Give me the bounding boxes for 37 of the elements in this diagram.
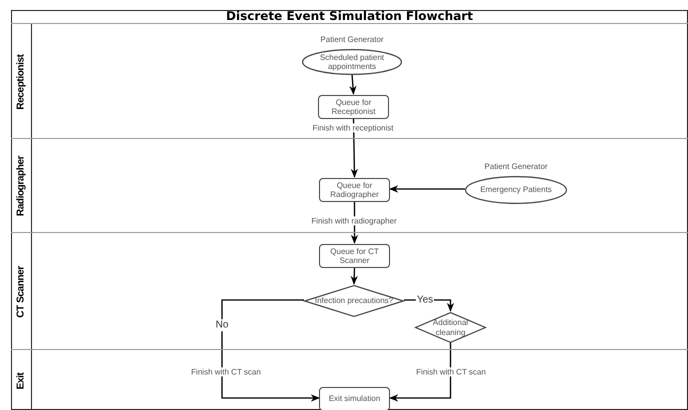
arrow [389,342,452,402]
arrow [389,185,465,193]
edge-label: No [214,319,230,331]
node-label: Queue for CT Scanner [329,246,380,266]
node-caption: Patient Generator [320,35,384,44]
edge-label: Yes [416,294,434,306]
swimlane [11,138,688,232]
node-label: Queue for Radiographer [329,180,380,200]
lane-title: Radiographer [16,156,26,216]
swimlane [11,23,688,138]
decision-diamond [304,285,404,317]
lane-title: Receptionist [16,54,26,110]
node-label: Exit simulation [328,394,380,404]
edge-label: Finish with radiographer [310,216,398,226]
node-label: Emergency Patients [480,185,552,195]
flow-note: Finish with CT scan [415,367,487,377]
arrow [349,74,357,95]
node-label: Additional cleaning [432,318,470,337]
lane-title: Exit [16,372,26,389]
node-label: Queue for Receptionist [330,98,377,116]
title: Discrete Event Simulation Flowchart [11,10,688,24]
process-box [319,178,390,202]
process-box [319,244,390,268]
arrow [404,299,454,312]
arrow [350,118,358,178]
process-box [318,95,389,119]
node-caption: Patient Generator [484,162,548,172]
edge-label: Finish with receptionist [312,123,394,133]
arrow [350,266,358,285]
flow-note: Finish with CT scan [190,367,262,377]
arrow [221,299,320,402]
swimlane [11,232,688,349]
decision-diamond [415,312,486,343]
process-box [319,387,390,410]
node-label: Infection precautions? [314,296,394,306]
lane-title: CT Scanner [16,266,26,318]
node-label: Scheduled patient appointments [318,52,386,72]
